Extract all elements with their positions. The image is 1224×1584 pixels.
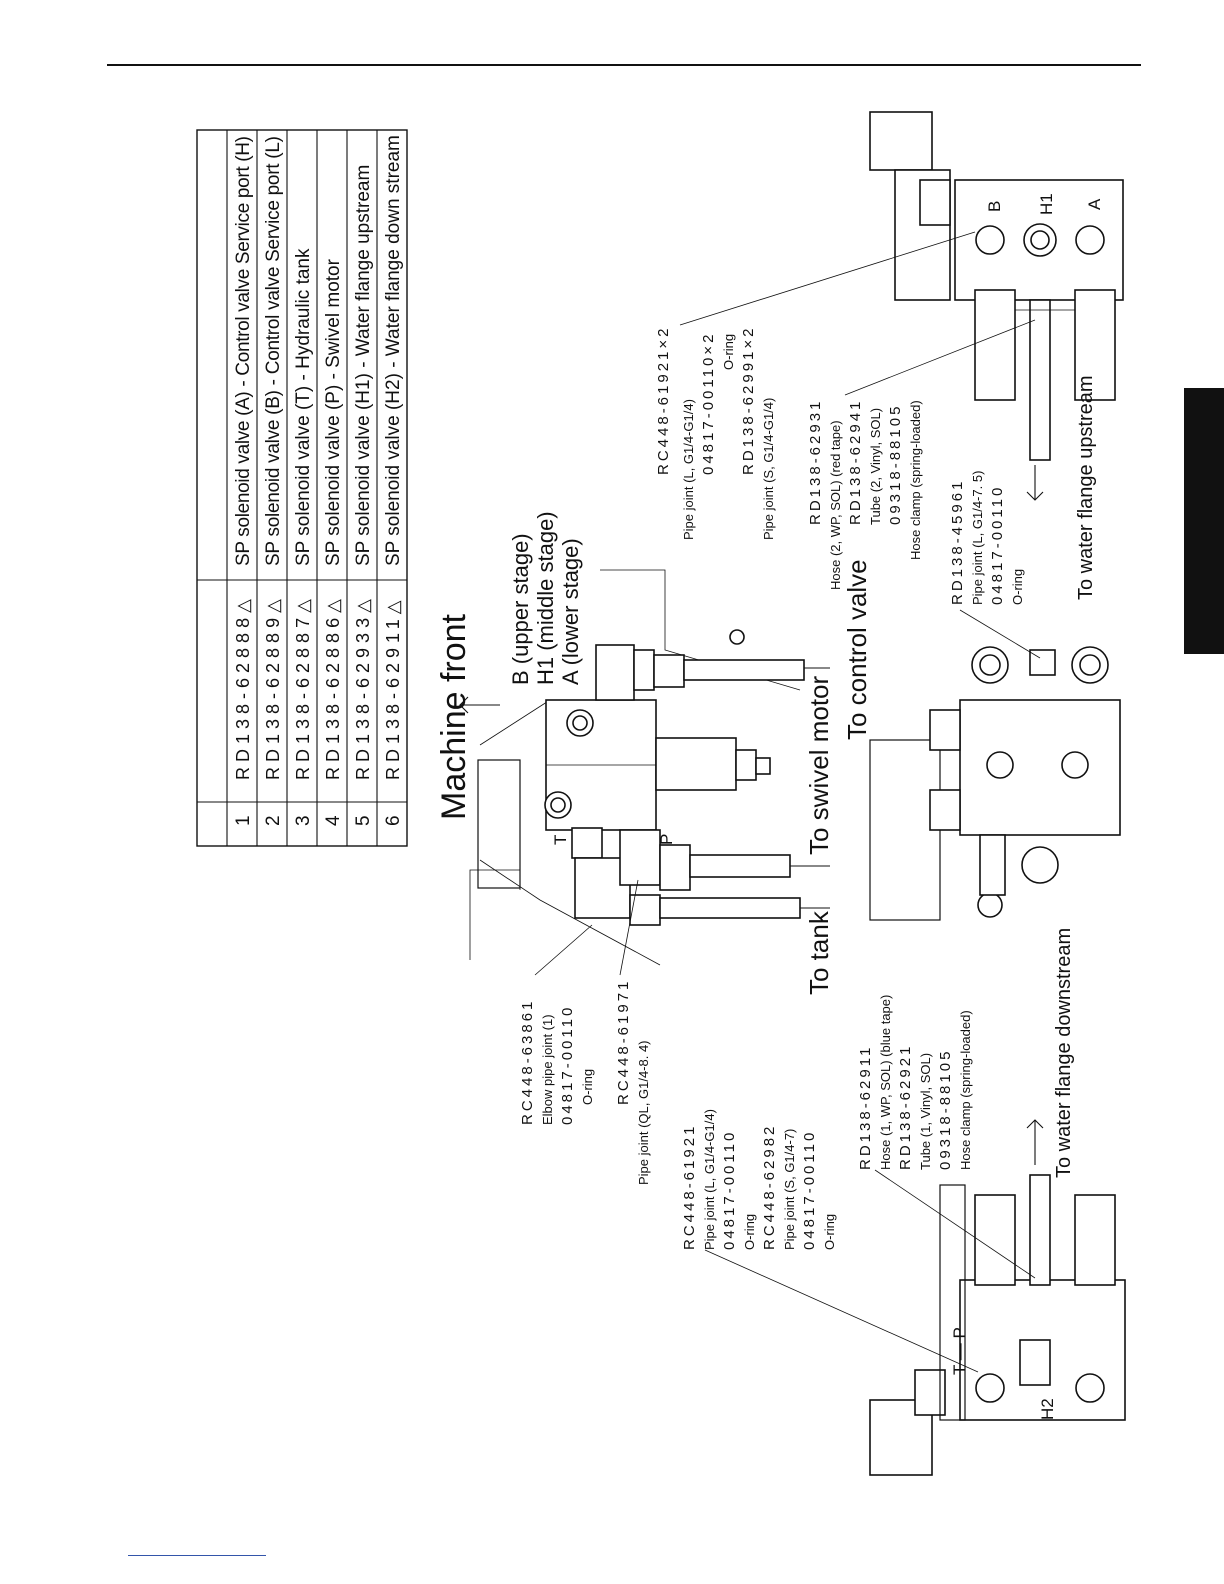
control-valve-manifold xyxy=(869,646,1121,921)
table-row-desc: SP solenoid valve (A) - Control valve Se… xyxy=(233,136,254,566)
to-water-flange-downstream-label: To water flange downstream xyxy=(1053,928,1075,1178)
callout-line: RD138-62991×2 xyxy=(740,325,757,475)
header-rule xyxy=(107,64,1141,66)
callout-top-right-1: RC448-61921×2 Pipe joint (L, G1/4-G1/4) … xyxy=(655,325,776,540)
callout-line: 04817-00110 xyxy=(989,485,1006,605)
callout-line: RD138-62931 xyxy=(807,399,824,525)
callout-line: Hose (1, WP, SOL) (blue tape) xyxy=(878,995,893,1170)
callout-line: Pipe joint (L, G1/4-7. 5) xyxy=(970,471,985,605)
to-control-valve-label: To control valve xyxy=(842,559,872,740)
table-row-no: 4 xyxy=(323,815,344,826)
callout-line: Hose clamp (spring-loaded) xyxy=(908,400,923,560)
callout-line: 04817-00110 xyxy=(559,1005,576,1125)
downstream-manifold xyxy=(869,1174,1126,1476)
footer-link-rule xyxy=(128,1555,266,1556)
callout-mid-left-1: RC448-63861 Elbow pipe joint (1) 04817-0… xyxy=(519,999,595,1125)
callout-top-right-3: RD138-45961 Pipe joint (L, G1/4-7. 5) 04… xyxy=(949,471,1025,605)
port-b-label: B xyxy=(985,201,1004,212)
stage-b-label: B (upper stage) xyxy=(508,533,533,685)
table-row-code: RD138-62886△ xyxy=(323,594,343,780)
table-row-desc: SP solenoid valve (H1) - Water flange up… xyxy=(353,165,374,566)
table-row-code: RD138-62889△ xyxy=(263,594,283,780)
table-row-desc: SP solenoid valve (P) - Swivel motor xyxy=(323,258,344,566)
parts-table: 1 RD138-62888△ SP solenoid valve (A) - C… xyxy=(196,129,408,847)
table-row-code: RD138-62887△ xyxy=(293,594,313,780)
table-row-code: RD138-62911△ xyxy=(383,595,403,780)
callout-line: Pipe joint (L, G1/4-G1/4) xyxy=(702,1109,717,1250)
callout-line: Pipe joint (QL, G1/4-8. 4) xyxy=(636,1040,651,1185)
table-row-no: 3 xyxy=(293,815,314,826)
callout-line: RC448-61921×2 xyxy=(655,325,672,475)
port-t-label: T xyxy=(551,835,570,845)
table-row-code: RD138-62933△ xyxy=(353,594,373,780)
callout-line: O-ring xyxy=(721,334,736,370)
table-row-desc: SP solenoid valve (H2) - Water flange do… xyxy=(383,135,404,566)
callout-mid-left-2: RC448-61971 Pipe joint (QL, G1/4-8. 4) xyxy=(615,979,651,1185)
callout-line: 04817-00110 xyxy=(801,1130,818,1250)
callout-top-right-2: RD138-62931 Hose (2, WP, SOL) (red tape)… xyxy=(807,399,923,590)
callout-line: 04817-00110 xyxy=(721,1130,738,1250)
table-row-no: 5 xyxy=(353,815,374,826)
section-thumb-tab xyxy=(1184,388,1224,654)
port-t-p-label: T — P xyxy=(950,1327,969,1375)
callout-line: Hose (2, WP, SOL) (red tape) xyxy=(828,420,843,590)
callout-bottom-1: RC448-61921 Pipe joint (L, G1/4-G1/4) 04… xyxy=(681,1109,837,1250)
leader-lines xyxy=(459,231,1044,1373)
table-row-no: 6 xyxy=(383,815,404,826)
callout-line: 04817-00110×2 xyxy=(700,332,717,475)
callout-line: Tube (1, Vinyl, SOL) xyxy=(918,1053,933,1170)
table-row-no: 1 xyxy=(233,815,254,826)
callout-line: RD138-62921 xyxy=(897,1044,914,1170)
callout-line: Pipe joint (S, G1/4-G1/4) xyxy=(761,398,776,540)
callout-line: 09318-88105 xyxy=(937,1049,954,1170)
callout-line: RC448-61921 xyxy=(681,1124,698,1250)
callout-line: Elbow pipe joint (1) xyxy=(540,1014,555,1125)
callout-line: RD138-45961 xyxy=(949,479,966,605)
upstream-manifold xyxy=(869,111,1124,461)
stage-a-label: A (lower stage) xyxy=(558,538,583,685)
callout-line: RD138-62941 xyxy=(847,399,864,525)
table-row-desc: SP solenoid valve (T) - Hydraulic tank xyxy=(293,248,314,566)
to-water-flange-upstream-label: To water flange upstream xyxy=(1075,375,1097,600)
callout-line: RC448-62982 xyxy=(761,1124,778,1250)
table-row-code: RD138-62888△ xyxy=(233,594,253,780)
table-row-no: 2 xyxy=(263,815,284,826)
callout-bottom-2: RD138-62911 Hose (1, WP, SOL) (blue tape… xyxy=(857,995,973,1170)
table-row-desc: SP solenoid valve (B) - Control valve Se… xyxy=(263,136,284,566)
callout-line: Pipe joint (L, G1/4-G1/4) xyxy=(681,399,696,540)
callout-line: Tube (2, Vinyl, SOL) xyxy=(868,408,883,525)
port-p-label: P xyxy=(657,834,676,845)
center-valve-assembly xyxy=(469,569,830,966)
port-h2-label: H2 xyxy=(1038,1398,1057,1420)
callout-line: RC448-63861 xyxy=(519,999,536,1125)
port-a-label: A xyxy=(1085,198,1104,210)
callout-line: O-ring xyxy=(742,1214,757,1250)
callout-line: Hose clamp (spring-loaded) xyxy=(958,1010,973,1170)
to-swivel-motor-label: To swivel motor xyxy=(804,676,834,855)
to-tank-label: To tank xyxy=(804,910,834,995)
callout-line: RD138-62911 xyxy=(857,1045,874,1170)
callout-line: 09318-88105 xyxy=(887,404,904,525)
machine-front-label: Machine front xyxy=(435,613,473,820)
stage-h1-label: H1 (middle stage) xyxy=(533,511,558,685)
port-h1-label: H1 xyxy=(1037,193,1056,215)
callout-line: O-ring xyxy=(1010,569,1025,605)
callout-line: RC448-61971 xyxy=(615,979,632,1105)
callout-line: O-ring xyxy=(822,1214,837,1250)
callout-line: O-ring xyxy=(580,1069,595,1105)
callout-line: Pipe joint (S, G1/4-7) xyxy=(782,1129,797,1250)
